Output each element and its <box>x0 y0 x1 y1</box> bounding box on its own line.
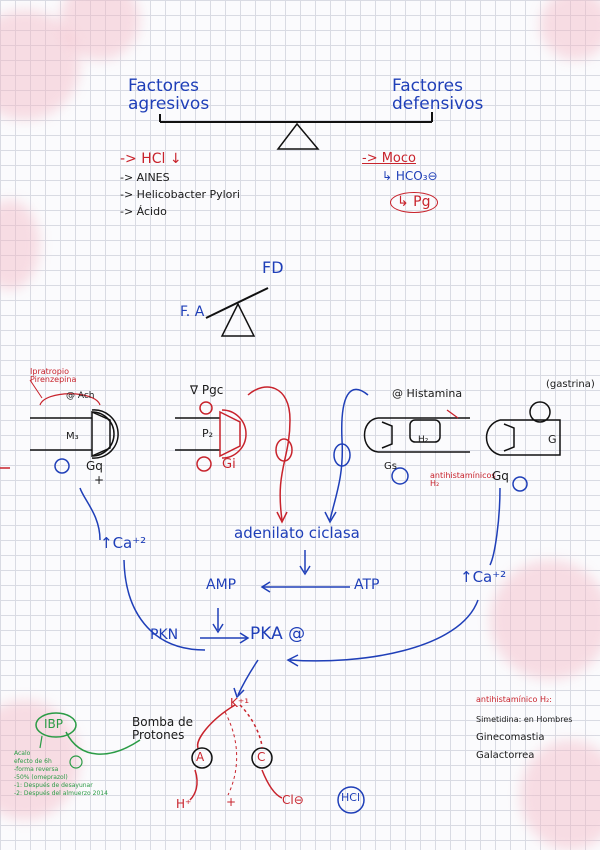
gq-left-label: Gq <box>86 459 103 473</box>
antihistamine-annotation: antihistamínicos H₂ <box>430 471 496 489</box>
histamine-label: @ Histamina <box>392 387 463 400</box>
h2-notes-item: Galactorrea <box>476 750 535 761</box>
fa-label: F. A <box>180 304 205 320</box>
gq-right-label: Gq <box>492 469 509 483</box>
ibp-notes: Acalo efecto de 6h -forma reversa -50% (… <box>14 750 108 798</box>
pump-c-label: C <box>257 750 266 764</box>
atp-label: ATP <box>354 577 380 593</box>
h2-notes-item: Ginecomastia <box>476 732 545 743</box>
aggressive-item-acid: -> Ácido <box>120 205 167 218</box>
m3-receptor-label: M₃ <box>66 431 79 442</box>
fd-label: FD <box>262 258 284 277</box>
pump-plus-label: + <box>226 795 237 809</box>
pka-label: PKA @ <box>250 624 306 644</box>
adenylate-cyclase-label: adenilato ciclasa <box>234 524 360 542</box>
h2-notes-item: Simetidina: en Hombres <box>476 715 573 724</box>
h2-notes-title: antihistamínico H₂: <box>476 695 552 704</box>
defensive-item-moco: -> Moco <box>362 151 416 166</box>
gastrin-g-label: G <box>548 433 557 446</box>
amp-label: AMP <box>206 577 237 593</box>
decor-blossom <box>520 740 600 850</box>
gastrin-label: (gastrina) <box>546 379 595 390</box>
gq-left-plus: + <box>94 473 105 487</box>
ipratropio-annotation: Ipratropio Pirenzepina <box>30 367 77 385</box>
aggressive-item-hcl: -> HCl ↓ <box>120 151 182 167</box>
calcium-right-label: ↑Ca⁺² <box>460 568 507 586</box>
defensive-factors-title: Factores defensivos <box>392 76 484 114</box>
decor-blossom <box>540 0 600 60</box>
aggressive-item-aines: -> AINES <box>120 171 170 184</box>
defensive-item-hco3: ↳ HCO₃⊖ <box>382 169 438 183</box>
decor-blossom <box>490 560 600 680</box>
chloride-label: Cl⊖ <box>282 793 304 807</box>
pgc-label: ∇ Pgc <box>190 383 224 397</box>
defensive-item-pg: ↳ Pg <box>390 192 438 213</box>
pump-a-label: A <box>196 750 205 764</box>
p2-receptor-label: P₂ <box>202 427 214 440</box>
aggressive-factors-title: Factores agresivos <box>128 76 210 114</box>
pkn-label: PKN <box>150 627 179 643</box>
aggressive-item-helicobacter: -> Helicobacter Pylori <box>120 188 240 201</box>
proton-pump-label: Bomba de Protones <box>132 715 194 742</box>
h2-receptor-label: H₂ <box>418 435 429 445</box>
calcium-left-label: ↑Ca⁺² <box>100 534 147 552</box>
potassium-label: K⁺¹ <box>230 696 250 710</box>
proton-label: H⁺ <box>176 797 192 811</box>
ibp-label: IBP <box>44 717 64 731</box>
ach-label: @ Ach <box>66 391 95 401</box>
gi-label: Gi <box>222 457 236 472</box>
gs-label: Gs <box>384 461 397 472</box>
hcl-label: HCl <box>341 791 361 804</box>
